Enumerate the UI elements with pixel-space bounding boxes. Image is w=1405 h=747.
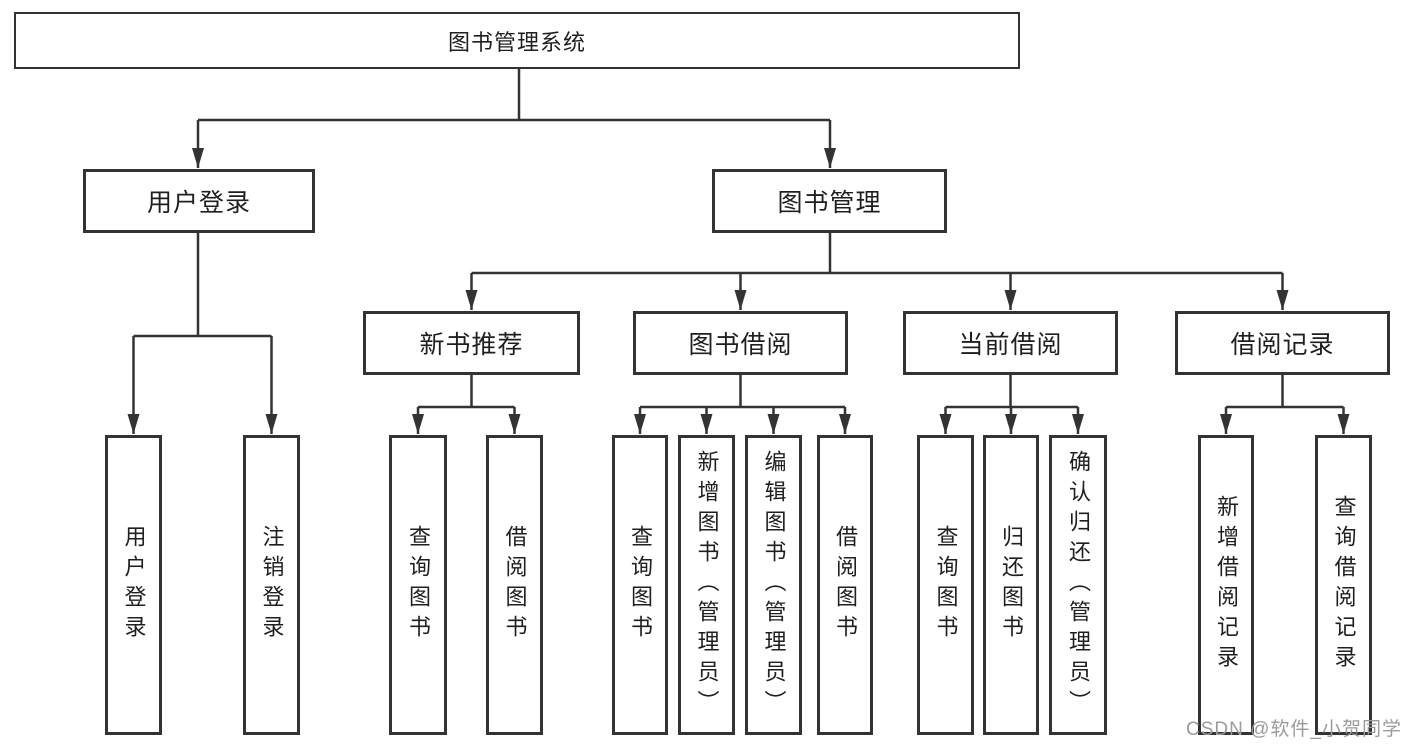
node-label: 新增借阅记录 bbox=[1214, 495, 1239, 675]
node-label: 借阅图书 bbox=[502, 525, 528, 645]
node-borrowing-records: 借阅记录 bbox=[1175, 311, 1390, 375]
node-label: 查询图书 bbox=[933, 525, 959, 645]
leaf-query-books-borrowing: 查询图书 bbox=[612, 435, 668, 735]
node-user-login: 用户登录 bbox=[83, 169, 315, 233]
node-book-management: 图书管理 bbox=[712, 169, 947, 233]
node-label: 图书借阅 bbox=[688, 331, 793, 359]
node-label: 编辑图书（管理员） bbox=[761, 450, 787, 720]
node-label: 用户登录 bbox=[146, 189, 251, 217]
node-label: 归还图书 bbox=[999, 525, 1024, 645]
leaf-borrow-books-recommend: 借阅图书 bbox=[486, 435, 543, 735]
node-label: 注销登录 bbox=[259, 525, 285, 645]
node-new-book-recommend: 新书推荐 bbox=[363, 311, 580, 375]
leaf-return-books: 归还图书 bbox=[983, 435, 1039, 735]
node-label: 借阅图书 bbox=[833, 525, 858, 645]
node-label: 图书管理系统 bbox=[447, 29, 586, 55]
leaf-confirm-return-admin: 确认归还（管理员） bbox=[1049, 435, 1107, 735]
node-label: 借阅记录 bbox=[1230, 331, 1335, 359]
node-label: 新增图书（管理员） bbox=[694, 450, 720, 720]
leaf-query-books-current: 查询图书 bbox=[917, 435, 974, 735]
csdn-watermark: CSDN @软件_小贺同学 bbox=[1186, 719, 1402, 740]
leaf-logout: 注销登录 bbox=[243, 435, 300, 735]
leaf-query-books-recommend: 查询图书 bbox=[389, 435, 447, 735]
node-label: 新书推荐 bbox=[419, 331, 524, 359]
node-label: 查询图书 bbox=[628, 525, 653, 645]
node-label: 查询图书 bbox=[406, 525, 431, 645]
leaf-add-borrow-record: 新增借阅记录 bbox=[1198, 435, 1254, 735]
leaf-query-borrow-record: 查询借阅记录 bbox=[1315, 435, 1372, 735]
node-label: 用户登录 bbox=[121, 525, 147, 645]
node-current-borrowing: 当前借阅 bbox=[903, 311, 1118, 375]
leaf-user-login: 用户登录 bbox=[105, 435, 162, 735]
node-book-borrowing: 图书借阅 bbox=[633, 311, 848, 375]
node-label: 当前借阅 bbox=[958, 331, 1063, 359]
leaf-add-books-admin: 新增图书（管理员） bbox=[678, 435, 735, 735]
node-label: 查询借阅记录 bbox=[1331, 495, 1357, 675]
node-label: 图书管理 bbox=[777, 189, 882, 217]
leaf-edit-books-admin: 编辑图书（管理员） bbox=[745, 435, 802, 735]
leaf-borrow-books: 借阅图书 bbox=[817, 435, 873, 735]
node-label: 确认归还（管理员） bbox=[1066, 450, 1091, 720]
node-library-management-system: 图书管理系统 bbox=[14, 12, 1020, 69]
